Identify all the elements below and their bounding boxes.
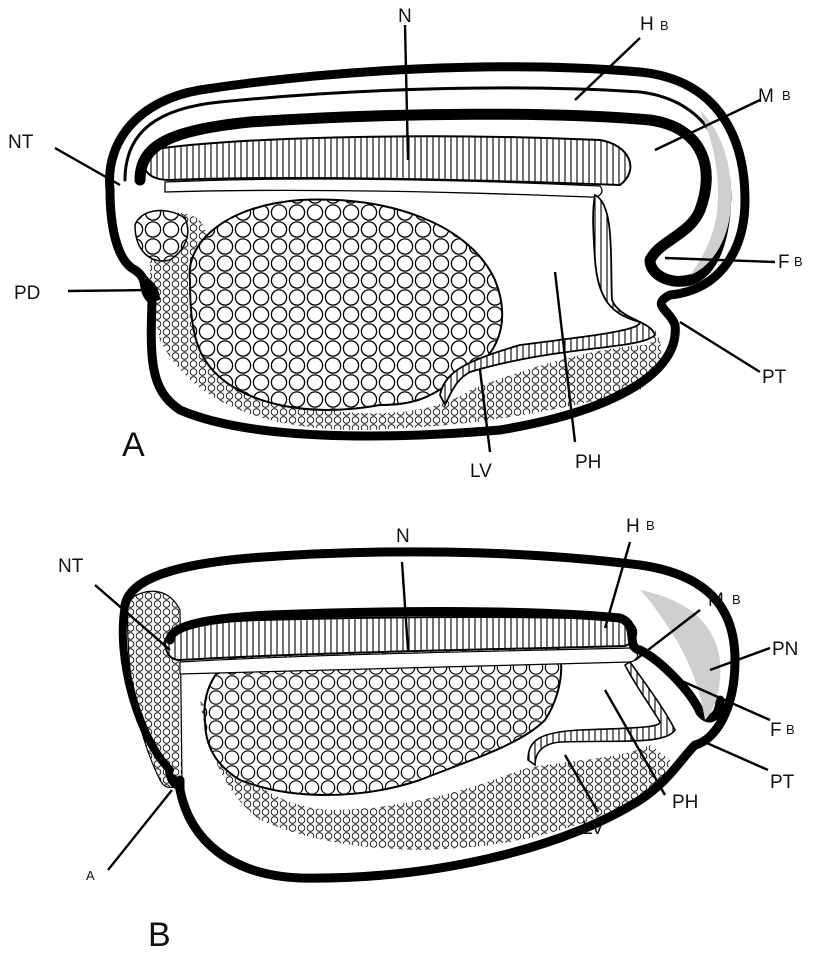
label-b-n: N: [396, 526, 410, 547]
label-b-a: A: [86, 868, 95, 883]
leader-a-pt: [680, 322, 760, 372]
label-a-pt: PT: [762, 367, 787, 388]
label-a-ph: PH: [575, 452, 601, 473]
label-a-nt: NT: [8, 132, 34, 153]
label-a-fb-sub: B: [794, 254, 803, 269]
label-b-fb-sub: B: [786, 722, 795, 737]
label-a-lv: LV: [470, 461, 492, 482]
panel-a-neural-tube: [144, 136, 630, 185]
label-b-hb-sub: B: [646, 518, 655, 533]
leader-b-a: [108, 790, 172, 870]
panel-a-caption: A: [122, 426, 145, 464]
leader-a-pd: [68, 290, 150, 291]
panel-b: [123, 552, 735, 878]
label-b-fb: F: [770, 720, 782, 741]
label-b-mb-sub: B: [732, 592, 741, 607]
label-b-lv: LV: [582, 818, 604, 839]
label-a-n: N: [398, 6, 412, 27]
label-a-hb: H: [640, 14, 654, 35]
label-a-hb-sub: B: [660, 18, 669, 33]
label-a-mb-sub: B: [782, 88, 791, 103]
label-b-hb: H: [626, 516, 640, 537]
label-a-mb: M: [758, 86, 774, 107]
label-b-pn: PN: [772, 639, 798, 660]
label-b-ph: PH: [672, 792, 698, 813]
leader-b-pt: [700, 740, 768, 770]
panel-a: [110, 67, 745, 436]
label-a-fb: F: [778, 252, 790, 273]
leader-a-fb: [665, 258, 775, 262]
label-b-mb: M: [708, 590, 724, 611]
panel-a-mb-space: [690, 110, 731, 275]
panel-b-caption: B: [148, 916, 171, 954]
label-b-nt: NT: [58, 556, 84, 577]
label-b-pt: PT: [770, 772, 795, 793]
label-a-pd: PD: [14, 283, 40, 304]
